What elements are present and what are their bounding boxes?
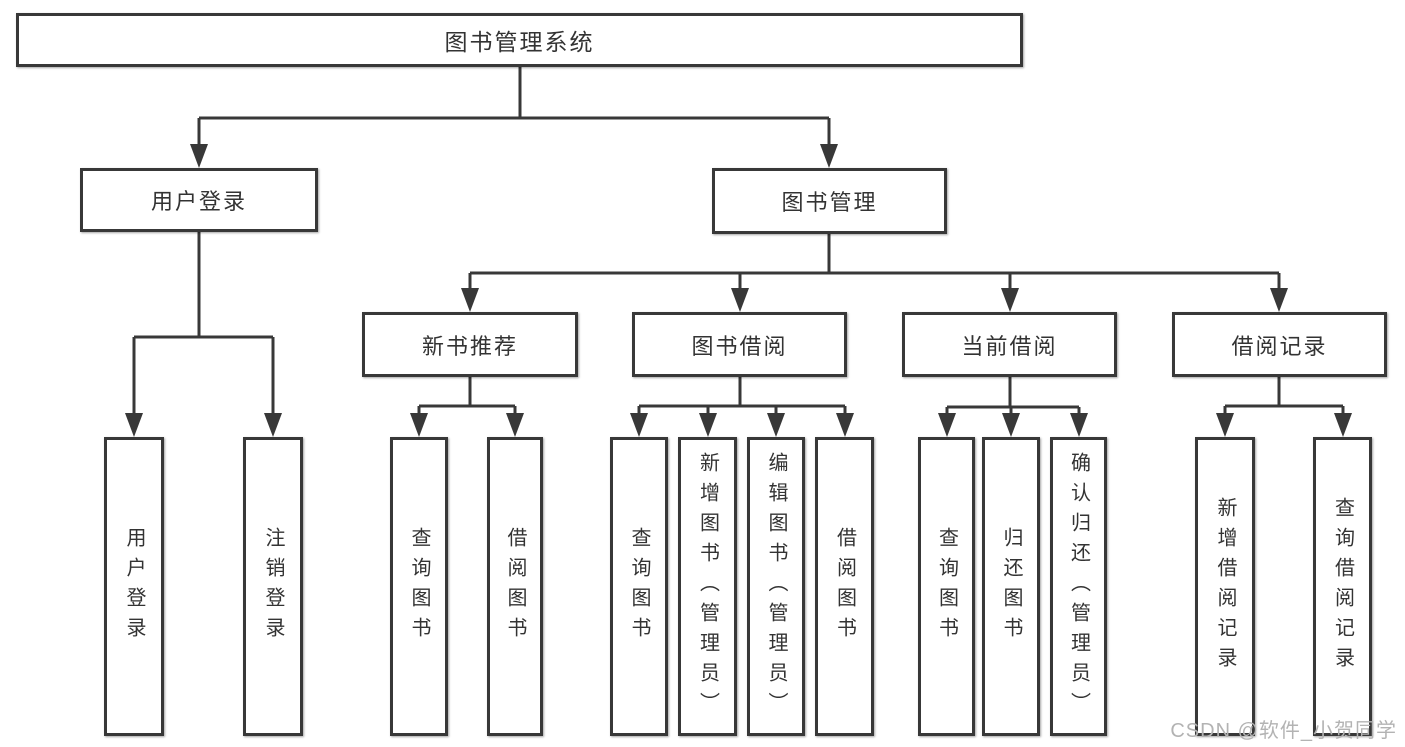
node-new-book-recommend: 新书推荐 xyxy=(362,312,578,377)
arrowhead xyxy=(1334,413,1352,437)
node-root-library-management-system: 图书管理系统 xyxy=(16,13,1023,67)
leaf-records-add-record: 新增借阅记录 xyxy=(1195,437,1255,736)
arrowhead xyxy=(836,413,854,437)
arrowhead xyxy=(731,288,749,312)
arrowhead xyxy=(767,413,785,437)
arrowhead xyxy=(820,144,838,168)
leaf-current-query-book: 查询图书 xyxy=(918,437,975,736)
arrowhead xyxy=(1001,288,1019,312)
node-user-login: 用户登录 xyxy=(80,168,318,232)
connector-book-management-children xyxy=(461,234,1288,312)
connector-user-login-children xyxy=(125,232,282,437)
leaf-recommend-query-book: 查询图书 xyxy=(390,437,448,736)
arrowhead xyxy=(506,413,524,437)
leaf-borrow-query-book: 查询图书 xyxy=(610,437,668,736)
arrowhead xyxy=(461,288,479,312)
arrowhead xyxy=(1216,413,1234,437)
leaf-logout: 注销登录 xyxy=(243,437,303,736)
leaf-borrow-edit-book-admin: 编辑图书（管理员） xyxy=(747,437,805,736)
connector-book-borrow-children xyxy=(630,377,854,437)
arrowhead xyxy=(630,413,648,437)
arrowhead xyxy=(938,413,956,437)
node-book-management: 图书管理 xyxy=(712,168,947,234)
arrowhead xyxy=(699,413,717,437)
arrowhead xyxy=(264,413,282,437)
node-current-borrow: 当前借阅 xyxy=(902,312,1117,377)
connector-root-to-level2 xyxy=(190,67,838,168)
arrowhead xyxy=(1070,413,1088,437)
arrowhead xyxy=(410,413,428,437)
leaf-records-query-record: 查询借阅记录 xyxy=(1313,437,1372,736)
connector-new-book-recommend-children xyxy=(410,377,524,437)
arrowhead xyxy=(1270,288,1288,312)
leaf-current-return-book: 归还图书 xyxy=(982,437,1040,736)
node-book-borrow: 图书借阅 xyxy=(632,312,847,377)
arrowhead xyxy=(125,413,143,437)
csdn-watermark: CSDN @软件_小贺同学 xyxy=(1170,720,1397,742)
connector-current-borrow-children xyxy=(938,377,1088,437)
leaf-recommend-borrow-book: 借阅图书 xyxy=(487,437,543,736)
leaf-current-confirm-return-admin: 确认归还（管理员） xyxy=(1050,437,1107,736)
node-borrow-records: 借阅记录 xyxy=(1172,312,1387,377)
leaf-borrow-add-book-admin: 新增图书（管理员） xyxy=(678,437,737,736)
connector-borrow-records-children xyxy=(1216,377,1352,437)
arrowhead xyxy=(190,144,208,168)
leaf-borrow-borrow-book: 借阅图书 xyxy=(815,437,874,736)
arrowhead xyxy=(1002,413,1020,437)
leaf-user-login: 用户登录 xyxy=(104,437,164,736)
